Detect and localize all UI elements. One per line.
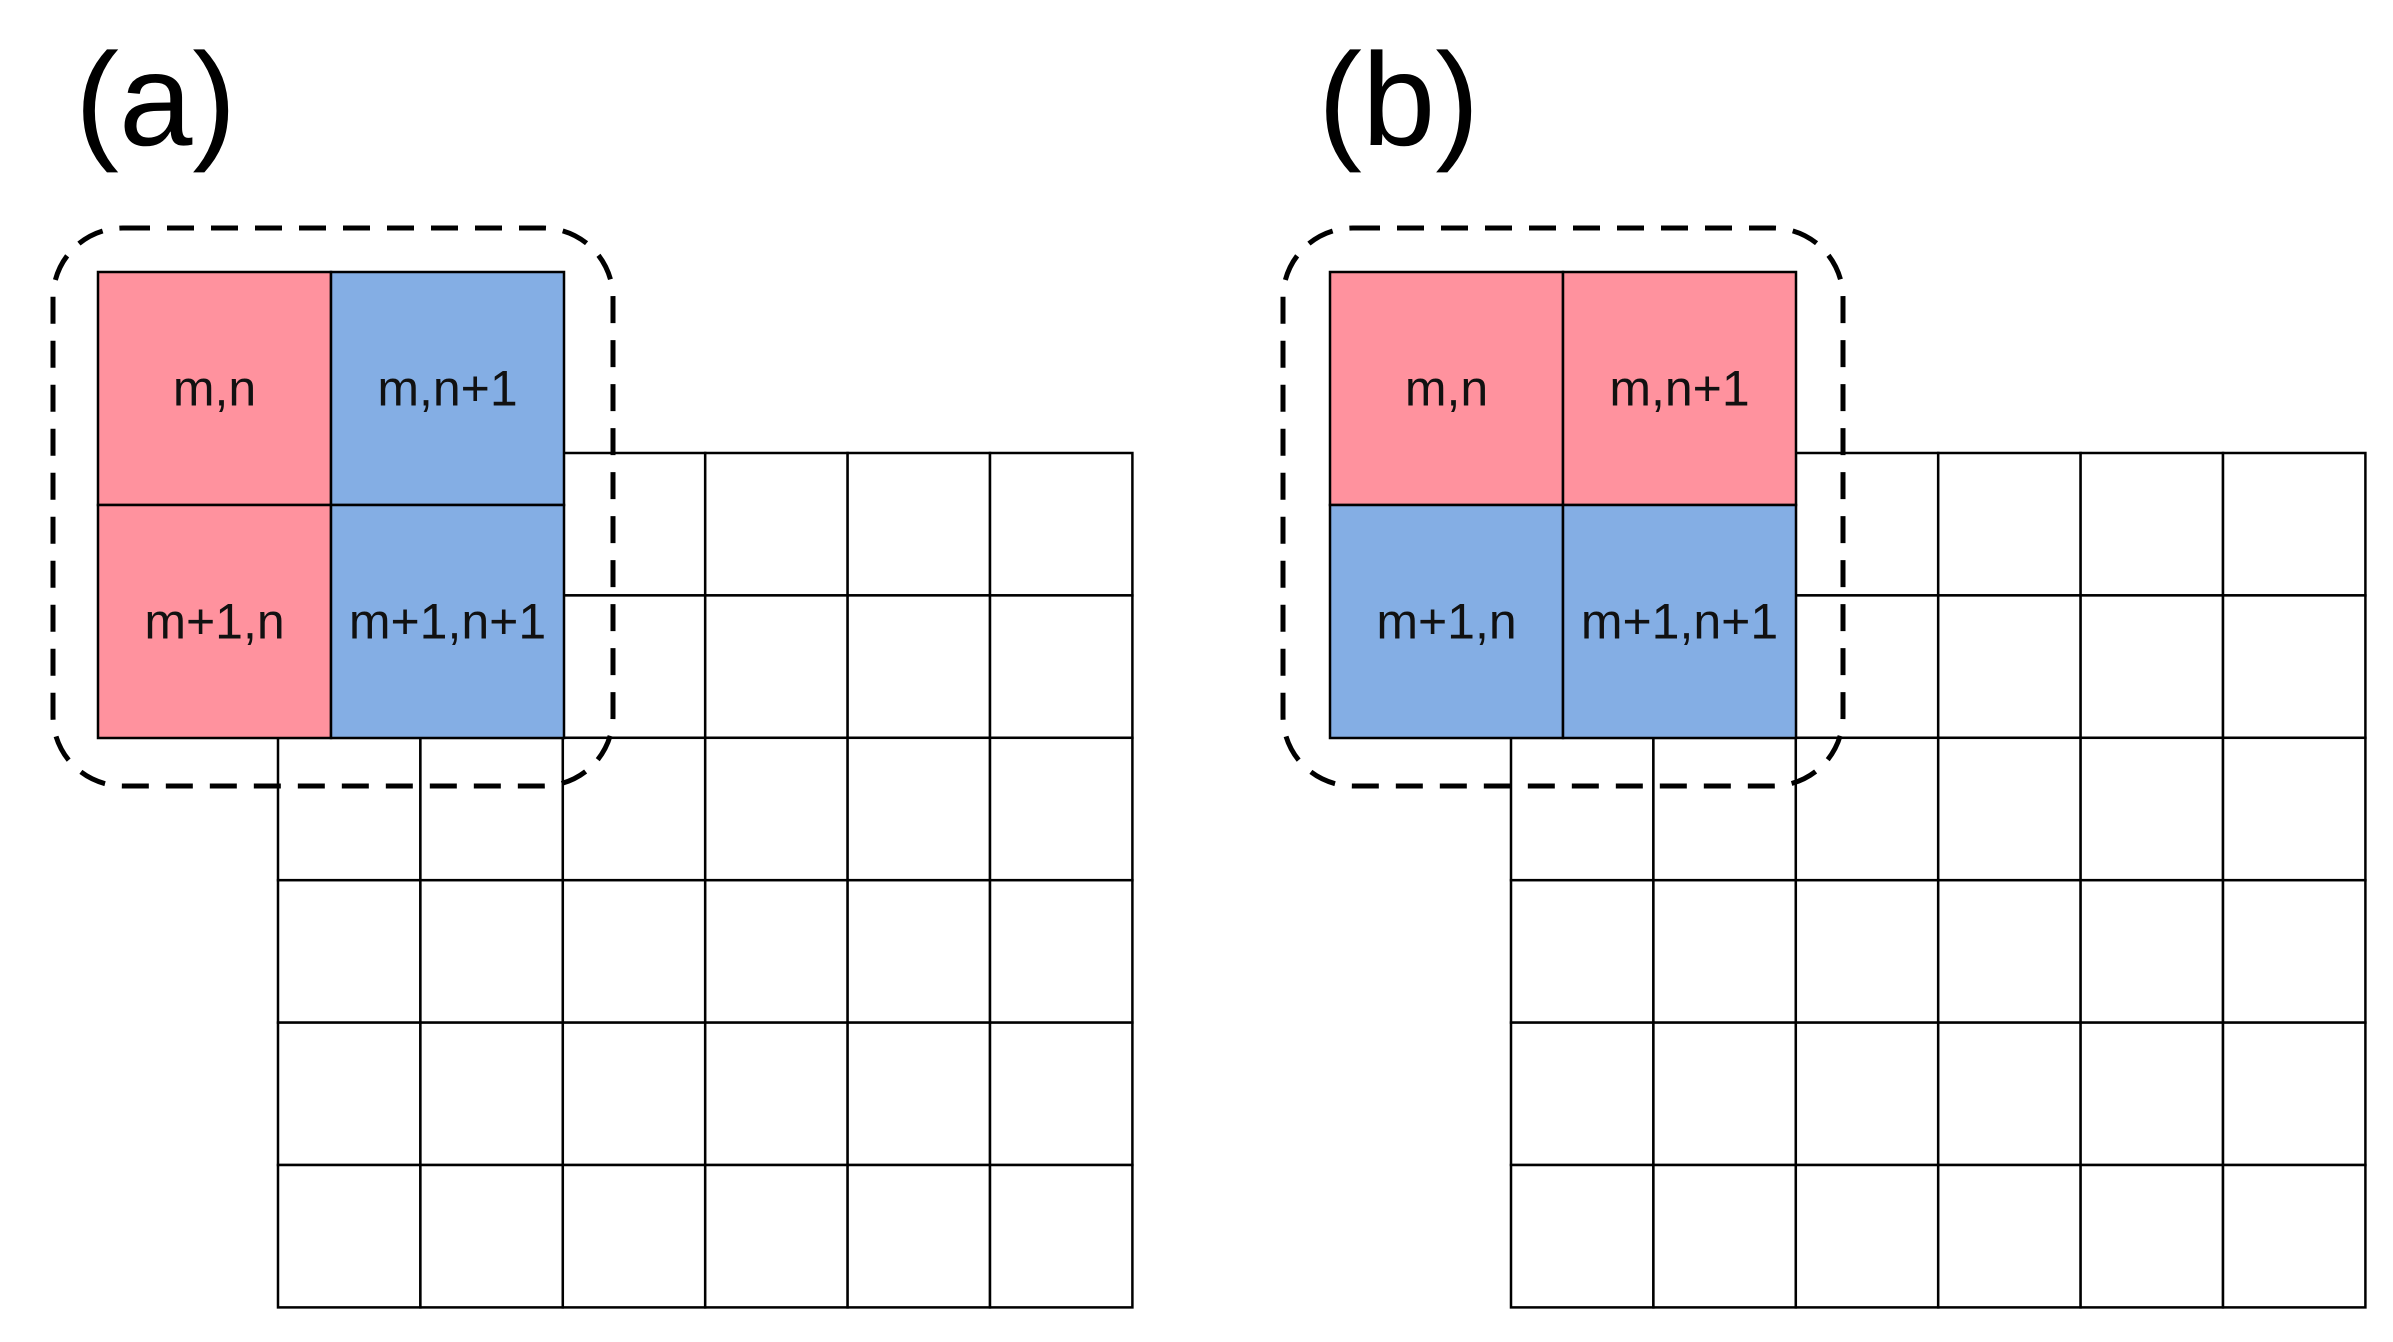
block-cell-label: m+1,n: [1376, 594, 1516, 650]
grid-cell: [1509, 878, 1655, 1024]
block-cell-blue: [1328, 503, 1565, 740]
block-cell-label: m+1,n: [144, 594, 284, 650]
grid-cell: [2079, 451, 2225, 597]
panel-label: (a): [75, 26, 236, 173]
grid-cell: [1652, 1163, 1798, 1309]
block-cell-blue: [329, 270, 566, 507]
grid-cell: [846, 594, 992, 740]
block-cell-label: m+1,n+1: [1581, 594, 1778, 650]
grid-cell: [2221, 594, 2367, 740]
grid-cell: [1936, 594, 2082, 740]
block-cell-label: m,n: [173, 361, 256, 417]
grid-cell: [703, 451, 849, 597]
grid-cell: [2079, 1163, 2225, 1309]
block-cell-red: [96, 503, 333, 740]
panel-label: (b): [1318, 26, 1479, 173]
grid-cell: [1652, 878, 1798, 1024]
grid-cell: [1936, 451, 2082, 597]
panel-a: m,n m,n+1 m+1,n m+1,n+1 (a): [50, 26, 1134, 1309]
grid-cell: [988, 594, 1134, 740]
grid-cell: [988, 878, 1134, 1024]
grid-cell: [988, 451, 1134, 597]
grid-cell: [988, 1021, 1134, 1167]
grid-cell: [2221, 878, 2367, 1024]
grid-cell: [2221, 736, 2367, 882]
grid-cell: [2221, 451, 2367, 597]
block-cell-red: [1328, 270, 1565, 507]
grid-cell: [276, 1021, 422, 1167]
grid-cell: [846, 1163, 992, 1309]
highlighted-block: m,n m,n+1 m+1,n m+1,n+1: [96, 270, 566, 740]
block-cell-blue: [329, 503, 566, 740]
grid-cell: [1936, 878, 2082, 1024]
grid-cell: [419, 1021, 565, 1167]
block-cell-red: [1561, 270, 1798, 507]
grid-cell: [988, 1163, 1134, 1309]
panel-b: m,n m,n+1 m+1,n m+1,n+1 (b): [1280, 26, 2367, 1309]
grid-cell: [276, 878, 422, 1024]
grid-cell: [1794, 451, 1940, 597]
grid-cell: [1794, 1163, 1940, 1309]
grid-cell: [2079, 878, 2225, 1024]
grid-cell: [276, 1163, 422, 1309]
grid-cell: [1794, 736, 1940, 882]
grid-cell: [1509, 736, 1655, 882]
grid-cell: [846, 878, 992, 1024]
grid-cell: [1936, 736, 2082, 882]
grid-cell: [703, 594, 849, 740]
grid-cell: [703, 1163, 849, 1309]
grid-cell: [1936, 1021, 2082, 1167]
grid-cell: [561, 451, 707, 597]
grid-cell: [988, 736, 1134, 882]
block-cell-red: [96, 270, 333, 507]
grid-cell: [276, 736, 422, 882]
grid-cell: [1936, 1163, 2082, 1309]
grid-cell: [2079, 594, 2225, 740]
block-cell-label: m+1,n+1: [349, 594, 546, 650]
grid-cell: [1509, 1021, 1655, 1167]
grid-cell: [2079, 1021, 2225, 1167]
grid-cell: [419, 736, 565, 882]
block-cell-blue: [1561, 503, 1798, 740]
grid-cell: [1794, 1021, 1940, 1167]
grid-cell: [561, 1021, 707, 1167]
grid-cell: [1652, 1021, 1798, 1167]
grid-cell: [2221, 1163, 2367, 1309]
grid-cell: [703, 736, 849, 882]
block-cell-label: m,n: [1405, 361, 1488, 417]
grid: [276, 451, 1134, 1309]
highlighted-block: m,n m,n+1 m+1,n m+1,n+1: [1328, 270, 1798, 740]
grid-cell: [846, 736, 992, 882]
grid-cell: [1794, 594, 1940, 740]
grid-cell: [846, 451, 992, 597]
block-cell-label: m,n+1: [377, 361, 517, 417]
grid-cell: [846, 1021, 992, 1167]
grid-cell: [561, 1163, 707, 1309]
grid-cell: [2079, 736, 2225, 882]
grid-cell: [561, 736, 707, 882]
grid-cell: [561, 594, 707, 740]
grid-cell: [703, 1021, 849, 1167]
grid-cell: [1652, 736, 1798, 882]
grid-cell: [703, 878, 849, 1024]
grid-cell: [419, 878, 565, 1024]
grid-cell: [561, 878, 707, 1024]
grid-cell: [1794, 878, 1940, 1024]
block-cell-label: m,n+1: [1609, 361, 1749, 417]
grid-cell: [1509, 1163, 1655, 1309]
grid-cell: [419, 1163, 565, 1309]
grid-cell: [2221, 1021, 2367, 1167]
